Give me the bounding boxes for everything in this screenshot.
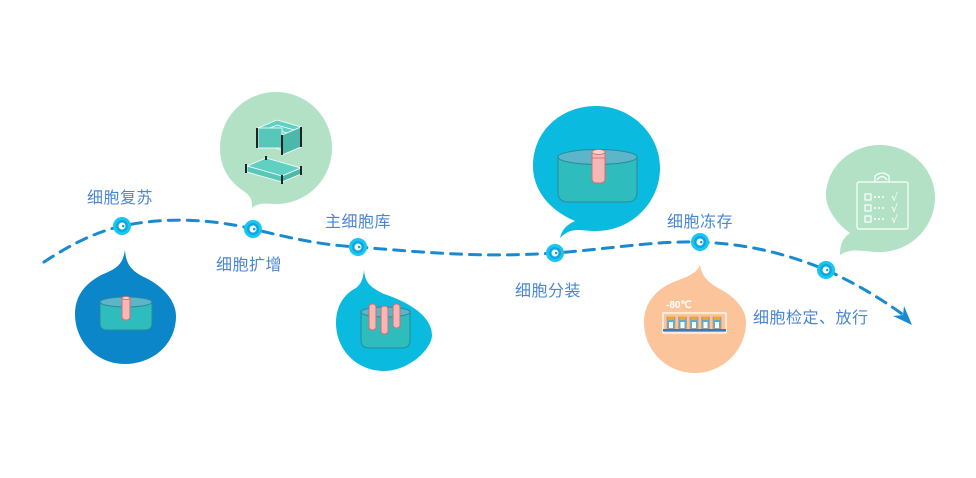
arrowhead-icon (893, 306, 912, 325)
petri-dish-single-tube-icon (99, 296, 153, 331)
step-node-recovery (113, 217, 131, 235)
step-bubble-expansion (220, 92, 332, 208)
rack-vial (678, 316, 687, 330)
step-bubble-aliquot (533, 106, 660, 238)
step-node-master-bank (349, 238, 367, 256)
step-bubble-cryo: -80℃ (644, 264, 746, 373)
flow-path (42, 218, 907, 318)
step-label-expansion: 细胞扩增 (216, 255, 283, 274)
check-mark-icon: √ (891, 213, 899, 226)
step-label-qc-release: 细胞检定、放行 (753, 308, 869, 327)
rack-vial (689, 316, 699, 330)
large-dish-tube-icon (557, 149, 638, 203)
step-node-cryo (691, 233, 709, 251)
rack-vial (712, 316, 722, 330)
temperature-label: -80℃ (666, 300, 692, 311)
step-node-aliquot (546, 244, 564, 262)
step-label-master-bank: 主细胞库 (325, 212, 392, 231)
rack-vial (666, 316, 676, 330)
check-mark-icon: √ (891, 191, 899, 204)
step-node-qc-release (817, 261, 835, 279)
rack-vial (701, 316, 710, 330)
step-label-aliquot: 细胞分装 (515, 281, 582, 300)
stacked-culture-plates-icon (245, 119, 303, 184)
clipboard-checklist-icon: √√√ (856, 172, 909, 230)
dish-three-tubes-icon (360, 303, 411, 349)
check-mark-icon: √ (891, 202, 899, 215)
freezer-rack-icon: -80℃ (662, 300, 727, 334)
step-bubble-master-bank (336, 270, 432, 371)
step-label-recovery: 细胞复苏 (87, 188, 154, 207)
step-label-cryo: 细胞冻存 (667, 212, 734, 231)
step-bubble-qc-release: √√√ (826, 145, 935, 255)
step-bubble-recovery (75, 250, 176, 364)
step-node-expansion (244, 220, 262, 238)
